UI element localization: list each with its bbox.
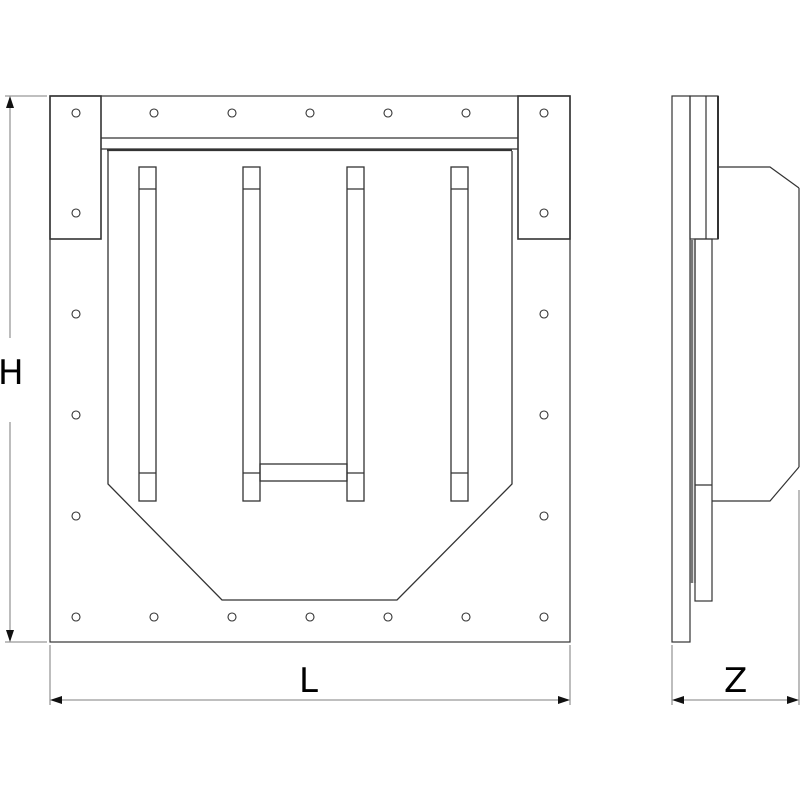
bolt-hole <box>227 612 237 622</box>
bolt-hole <box>71 309 81 319</box>
bolt-hole <box>383 612 393 622</box>
vertical-bar-1 <box>138 166 157 502</box>
bolt-hole <box>305 612 315 622</box>
bolt-hole <box>71 612 81 622</box>
length-label: L <box>299 661 318 701</box>
side-door-panel <box>694 238 713 602</box>
vertical-bar-4 <box>450 166 469 502</box>
front-view <box>49 95 571 643</box>
arrow-up-icon <box>6 96 14 108</box>
arrow-left-icon <box>50 696 62 704</box>
bolt-hole <box>305 108 315 118</box>
bolt-hole <box>539 309 549 319</box>
bolt-hole <box>539 612 549 622</box>
vertical-bar-3 <box>346 166 365 502</box>
height-label: H <box>0 353 24 393</box>
inner-panel <box>107 151 513 601</box>
dimension-lines <box>5 95 800 705</box>
bolt-hole <box>71 511 81 521</box>
bolt-hole <box>149 108 159 118</box>
arrow-down-icon <box>6 630 14 642</box>
dimension-arrows <box>6 96 799 704</box>
vertical-bars <box>138 166 469 502</box>
arrow-right-icon <box>558 696 570 704</box>
bolt-hole <box>539 511 549 521</box>
side-view <box>671 95 800 643</box>
bolt-hole <box>461 108 471 118</box>
bolt-hole <box>71 108 81 118</box>
left-bracket <box>49 95 102 240</box>
depth-label: Z <box>724 661 747 701</box>
bolt-holes <box>71 108 549 622</box>
bolt-hole <box>539 208 549 218</box>
bolt-hole <box>71 410 81 420</box>
bolt-hole <box>539 410 549 420</box>
bolt-hole <box>227 108 237 118</box>
bolt-hole <box>539 108 549 118</box>
side-back-plate <box>671 95 691 643</box>
outer-plate <box>49 95 571 643</box>
crossbar <box>259 463 348 482</box>
bolt-hole <box>149 612 159 622</box>
bolt-hole <box>461 612 471 622</box>
bolt-hole <box>71 208 81 218</box>
side-handle-profile <box>718 166 800 189</box>
bolt-hole <box>383 108 393 118</box>
arrow-left-icon <box>672 696 684 704</box>
arrow-right-icon <box>787 696 799 704</box>
vertical-bar-2 <box>242 166 261 502</box>
right-bracket <box>517 95 571 240</box>
side-bracket-section <box>689 95 719 240</box>
